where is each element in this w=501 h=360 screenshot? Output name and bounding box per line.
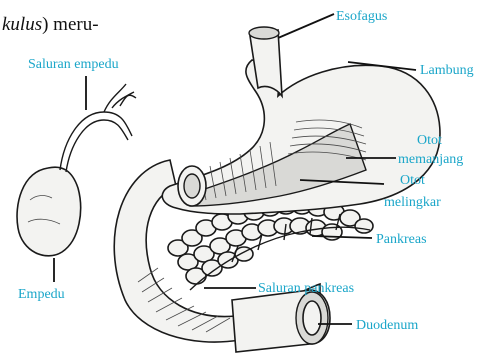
gallbladder-shape (17, 167, 81, 256)
label-otot-melingkar-1: Otot (400, 173, 425, 188)
body-text-fragment: kulus) meru- (2, 14, 99, 35)
label-otot-memanjang-2: memanjang (398, 152, 463, 167)
label-pankreas: Pankreas (376, 232, 427, 247)
pylorus-inner (184, 174, 200, 198)
leader-pankreas (312, 236, 372, 238)
label-otot-melingkar-2: melingkar (384, 195, 441, 210)
label-lambung: Lambung (420, 63, 474, 78)
duodenum-opening-inner (303, 301, 321, 335)
label-otot-memanjang-1: Otot (417, 133, 442, 148)
label-saluran-empedu: Saluran empedu (28, 57, 119, 72)
label-esofagus: Esofagus (336, 9, 387, 24)
body-text-italic: kulus (2, 14, 42, 35)
bile-duct (60, 112, 132, 172)
label-empedu: Empedu (18, 287, 65, 302)
leader-esofagus (278, 14, 334, 38)
label-saluran-pankreas: Saluran pankreas (258, 281, 354, 296)
esophagus-opening (249, 27, 279, 39)
label-duodenum: Duodenum (356, 318, 418, 333)
hepatic-ducts (104, 84, 136, 112)
body-text-rest: ) meru- (42, 14, 98, 35)
anatomy-illustration (17, 27, 440, 352)
